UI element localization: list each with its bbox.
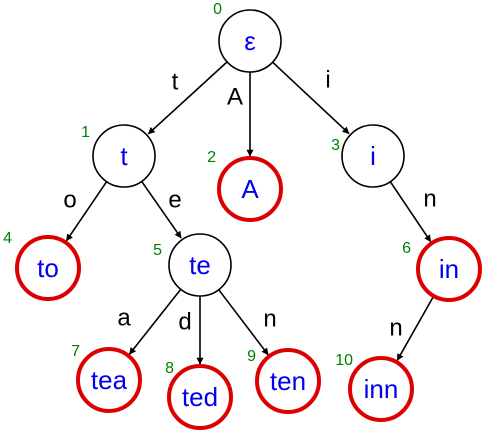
node-circle-0 [218, 9, 282, 73]
edge-arrow-1-4 [65, 181, 108, 242]
edge-label-0-3: i [325, 67, 330, 94]
trie-node-5: te 5 [153, 233, 232, 297]
trie-node-4: to 4 [3, 230, 81, 301]
node-id-4: 4 [3, 230, 12, 247]
node-id-8: 8 [165, 360, 174, 377]
node-id-10: 10 [335, 352, 353, 369]
terminal-node-circle-7 [76, 347, 142, 413]
edge-label-1-5: e [168, 187, 181, 214]
trie-node-6: in 6 [402, 236, 482, 302]
edge-arrow-6-10 [396, 295, 435, 361]
edge-label-0-1: t [172, 69, 179, 96]
node-label-10: inn [364, 374, 399, 404]
trie-node-3: i3 [331, 124, 405, 188]
edge-label-1-4: o [63, 187, 76, 214]
trie-node-2: A2 [207, 149, 283, 222]
node-id-6: 6 [402, 240, 411, 257]
trie-node-8: ted 8 [165, 360, 233, 430]
node-label-7: tea [91, 365, 128, 395]
node-circle-5 [168, 233, 232, 297]
edge-arrow-3-6 [389, 181, 432, 243]
node-id-1: 1 [81, 124, 90, 141]
edge-label-6-10: n [389, 315, 402, 342]
terminal-node-circle-6 [416, 236, 482, 302]
node-id-5: 5 [153, 242, 162, 259]
node-id-2: 2 [207, 149, 216, 166]
edge-label-0-2: A [227, 84, 243, 111]
edge-arrow-0-3 [272, 61, 350, 135]
terminal-node-circle-4 [15, 235, 81, 301]
node-label-6: in [439, 254, 459, 284]
edge-label-5-8: d [178, 309, 191, 336]
edge-arrow-5-7 [128, 288, 182, 355]
edge-label-5-9: n [263, 306, 276, 333]
terminal-node-circle-2 [217, 156, 283, 222]
terminal-node-circle-9 [255, 348, 321, 414]
trie-node-1: t1 [81, 124, 156, 188]
node-id-0: 0 [213, 1, 222, 18]
trie-node-10: inn 10 [335, 352, 414, 422]
edge-arrow-1-5 [141, 180, 182, 239]
trie-node-9: ten 9 [247, 348, 321, 414]
node-id-9: 9 [247, 348, 256, 365]
edge-label-5-7: a [117, 305, 131, 332]
edge-arrow-0-1 [147, 61, 228, 135]
node-label-1: t [120, 141, 128, 171]
terminal-node-circle-10 [348, 356, 414, 422]
node-label-0: ε [244, 26, 256, 56]
node-circle-1 [92, 124, 156, 188]
edge-arrow-5-9 [218, 289, 269, 356]
node-circle-3 [341, 124, 405, 188]
node-label-5: te [189, 250, 211, 280]
node-label-9: ten [270, 366, 306, 396]
node-label-2: A [241, 174, 259, 204]
trie-node-0: ε0 [213, 1, 282, 73]
trie-node-7: tea 7 [71, 343, 142, 413]
terminal-node-circle-8 [167, 364, 233, 430]
node-id-3: 3 [331, 137, 340, 154]
node-label-8: ted [182, 382, 218, 412]
node-label-4: to [37, 253, 59, 283]
node-label-3: i [370, 141, 376, 171]
node-id-7: 7 [71, 343, 80, 360]
edge-label-3-6: n [423, 186, 436, 213]
